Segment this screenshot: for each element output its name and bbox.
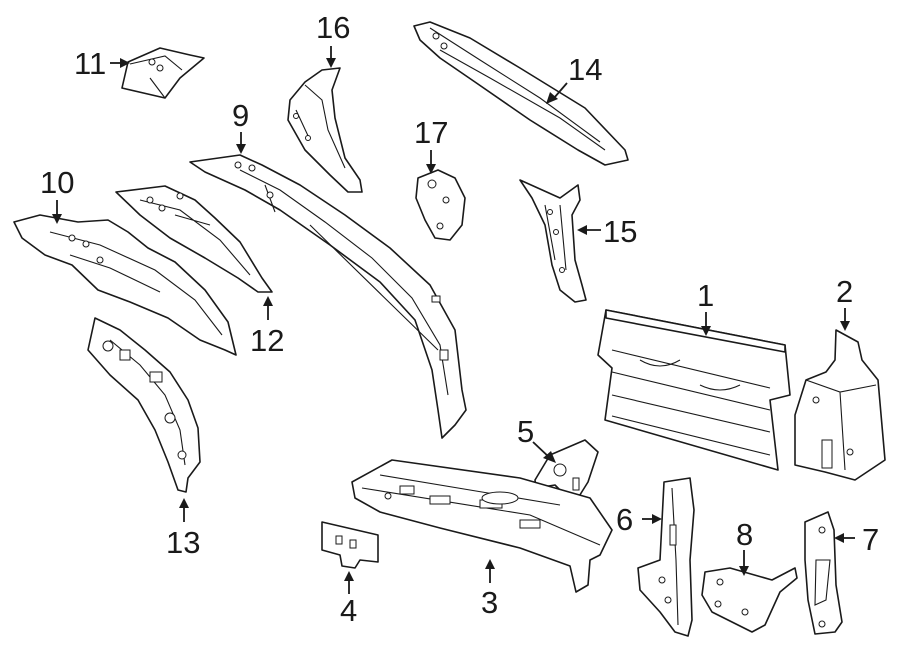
- callout-9: 9: [232, 98, 249, 133]
- callout-5: 5: [517, 414, 534, 449]
- part-8-bracket: [701, 567, 798, 633]
- callout-2: 2: [836, 274, 853, 309]
- callout-14: 14: [568, 52, 602, 87]
- callout-10: 10: [40, 165, 74, 200]
- part-3-crossmember: [351, 459, 613, 593]
- part-9-rail: [189, 154, 467, 439]
- callout-6: 6: [616, 502, 633, 537]
- part-12-rail: [115, 185, 273, 293]
- part-15-pillar: [519, 179, 587, 303]
- part-4-clip: [321, 521, 379, 569]
- part-1-rear-panel: [597, 309, 791, 471]
- callout-1: 1: [697, 278, 714, 313]
- callout-17: 17: [414, 115, 448, 150]
- part-11-bracket: [121, 47, 205, 99]
- part-13-wheelhouse: [87, 317, 201, 493]
- part-16-bracket: [287, 67, 363, 193]
- callout-11: 11: [74, 46, 106, 81]
- part-10-panel: [13, 214, 237, 356]
- callout-labels: 1 2 3 4 5 6 7 8 9 10 11 12 13 14 15 16 1…: [40, 10, 879, 628]
- part-6-pillar-panel: [637, 477, 695, 637]
- part-7-trim-panel: [804, 511, 843, 635]
- callout-4: 4: [340, 593, 357, 628]
- callout-3: 3: [481, 585, 498, 620]
- callout-7: 7: [862, 522, 879, 557]
- callout-leaders: [52, 46, 855, 594]
- callout-12: 12: [250, 323, 284, 358]
- callout-15: 15: [603, 214, 637, 249]
- part-2-side-bracket: [794, 329, 886, 481]
- callout-13: 13: [166, 525, 200, 560]
- part-14-rail: [413, 21, 629, 166]
- part-17-plate: [415, 169, 466, 241]
- callout-8: 8: [736, 517, 753, 552]
- callout-16: 16: [316, 10, 350, 45]
